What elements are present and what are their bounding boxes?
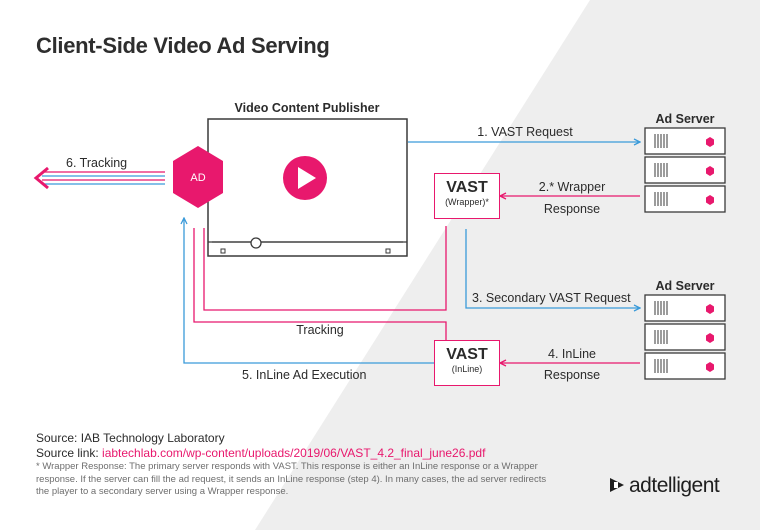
publisher-label: Video Content Publisher — [234, 101, 380, 115]
step-5-label: 5. InLine Ad Execution — [242, 368, 367, 382]
vast-inline-subtitle: (InLine) — [451, 364, 483, 374]
step-4-label: 4. InLine — [548, 347, 596, 361]
source-link-line: Source link: iabtechlab.com/wp-content/u… — [36, 446, 485, 460]
tracking-arrow-bundle — [33, 166, 165, 190]
background-wedge — [255, 0, 760, 530]
footnote: * Wrapper Response: The primary server r… — [36, 461, 547, 498]
ad-hexagon — [173, 146, 223, 208]
arrow-inline-execution — [184, 218, 434, 364]
step-6-label: 6. Tracking — [66, 156, 128, 170]
ad-hexagon-label: AD — [190, 172, 206, 184]
tracking-line-wrapper — [203, 226, 447, 311]
vast-inline-title: VAST — [446, 346, 488, 363]
ad-server-bottom-label: Ad Server — [655, 279, 715, 293]
page-title: Client-Side Video Ad Serving — [36, 33, 330, 58]
vast-wrapper-title: VAST — [446, 179, 488, 196]
vast-inline-box: VAST (InLine) — [434, 340, 500, 386]
source-label: Source: — [36, 431, 81, 445]
ad-server-bottom-stack — [644, 294, 726, 380]
ad-server-top-stack — [644, 127, 726, 213]
source-value: IAB Technology Laboratory — [80, 431, 225, 445]
ad-server-top-label: Ad Server — [655, 112, 715, 126]
brand-logo-text: adtelligent — [629, 474, 720, 497]
source-line: Source: IAB Technology Laboratory — [36, 431, 225, 445]
arrow-secondary-request — [465, 229, 640, 308]
step-2-label-2: Response — [543, 202, 601, 216]
step-3-label: 3. Secondary VAST Request — [472, 291, 631, 305]
scrubber-knob — [250, 237, 262, 249]
vast-wrapper-subtitle: (Wrapper)* — [445, 197, 489, 207]
step-4-label-2: Response — [543, 368, 601, 382]
play-icon — [283, 156, 327, 200]
vast-wrapper-box: VAST (Wrapper)* — [434, 173, 500, 219]
step-1-label: 1. VAST Request — [477, 125, 573, 139]
tracking-line-inline — [193, 228, 447, 340]
source-link-label: Source link: — [36, 446, 103, 460]
adtelligent-logo-icon — [610, 478, 624, 492]
step-2-label: 2.* Wrapper — [538, 180, 606, 194]
tracking-label: Tracking — [296, 323, 344, 337]
source-link[interactable]: iabtechlab.com/wp-content/uploads/2019/0… — [102, 446, 486, 460]
